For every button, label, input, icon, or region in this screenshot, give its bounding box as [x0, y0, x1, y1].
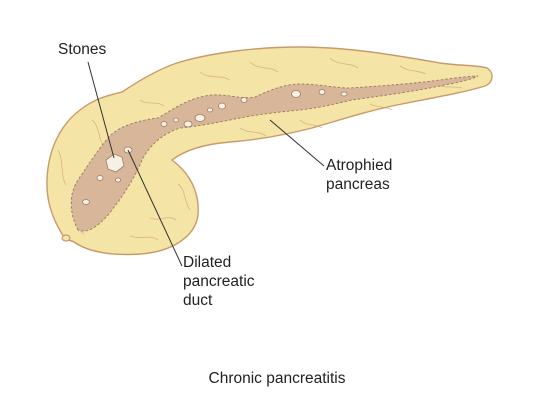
label-line: Dilated	[183, 254, 232, 271]
figure-caption: Chronic pancreatitis	[208, 370, 346, 387]
label-line: pancreas	[326, 176, 390, 193]
stone	[160, 121, 168, 127]
label-line: pancreatic	[183, 273, 255, 290]
label-stones: Stones	[58, 41, 107, 58]
stone	[183, 120, 193, 128]
stone	[96, 175, 104, 181]
leader-line-duct	[127, 149, 183, 267]
leader-line-atrophied	[269, 119, 325, 167]
leader-line-stones	[87, 61, 115, 159]
pancreas-organ	[46, 46, 493, 256]
leader-lines	[87, 61, 325, 267]
label-line: duct	[183, 292, 213, 309]
stone	[291, 90, 301, 98]
stone	[115, 177, 121, 183]
stone	[318, 89, 326, 95]
stone	[82, 199, 90, 205]
label-atrophied-pancreas: Atrophied pancreas	[326, 156, 392, 194]
label-dilated-pancreatic-duct: Dilated pancreatic duct	[183, 253, 255, 310]
stone	[207, 107, 213, 113]
label-line: Atrophied	[326, 157, 393, 174]
stone	[194, 114, 206, 122]
stone	[218, 102, 226, 110]
pancreas-nub	[61, 234, 71, 242]
dilated-pancreatic-duct	[70, 75, 479, 232]
stone	[105, 153, 125, 173]
stone	[173, 117, 179, 123]
stone	[340, 91, 348, 97]
stone	[240, 97, 248, 103]
